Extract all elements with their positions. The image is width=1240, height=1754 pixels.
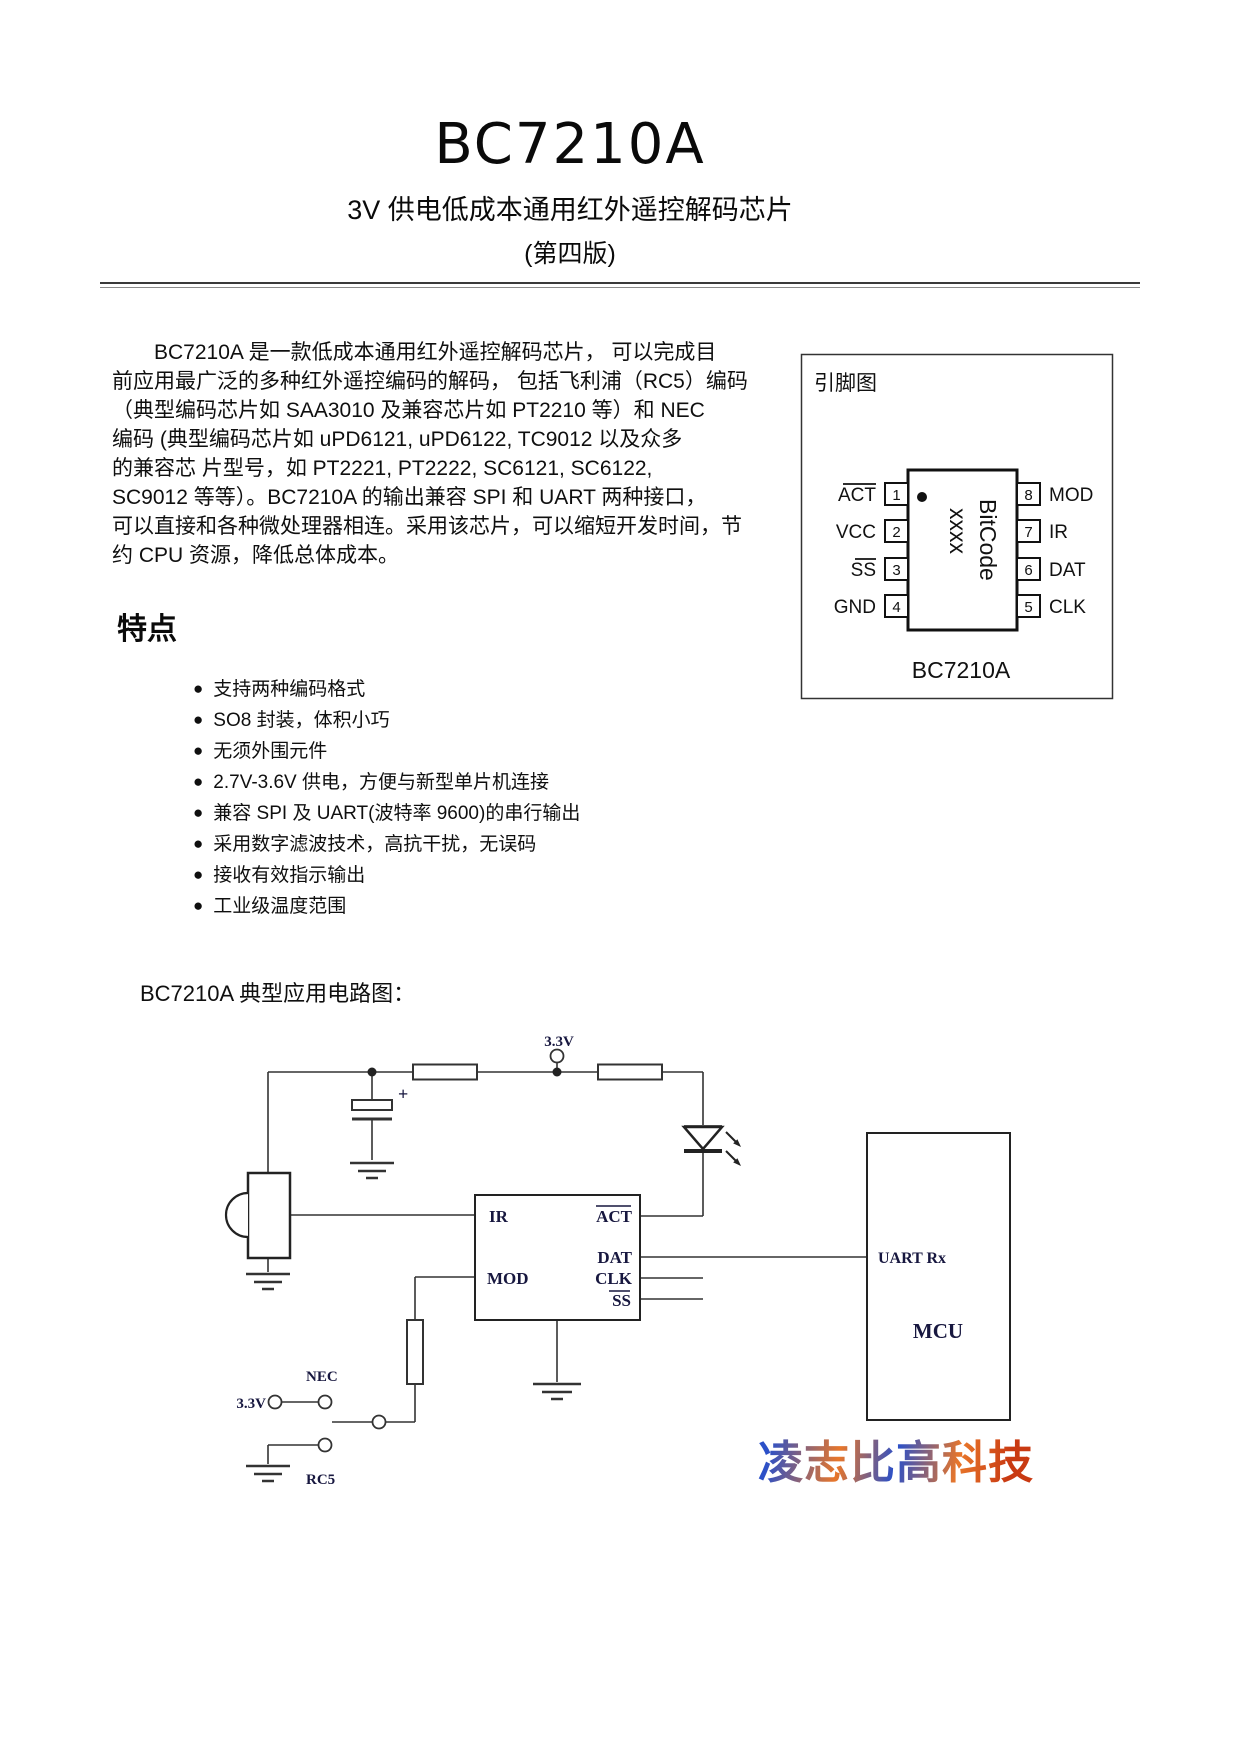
switch-supply-label: 3.3V (236, 1396, 266, 1412)
pin-number-2: 2 (892, 524, 900, 541)
pin-stub-5 (1016, 594, 1041, 618)
pin-label-ir: IR (1049, 522, 1068, 543)
ground-symbol (350, 1161, 394, 1180)
capacitor-plate (351, 1099, 393, 1111)
feature-text: SO8 封装，体积小巧 (213, 710, 390, 731)
feature-item: ● 2.7V-3.6V 供电，方便与新型单片机连接 (193, 767, 580, 798)
pin-stub-1 (884, 482, 909, 506)
junction-dot (367, 1067, 377, 1077)
bullet-icon: ● (193, 803, 204, 822)
led-light-arrows (725, 1131, 741, 1166)
feature-item: ● SO8 封装，体积小巧 (193, 705, 580, 736)
pin-number-3: 3 (892, 562, 900, 579)
switch-pole-terminal (371, 1414, 387, 1430)
pin-number-1: 1 (892, 487, 900, 504)
bullet-icon: ● (193, 679, 204, 698)
led-triangle (681, 1125, 725, 1151)
feature-item: ● 采用数字滤波技术，高抗干扰，无误码 (193, 829, 580, 860)
rc5-label: RC5 (306, 1472, 335, 1488)
feature-item: ● 接收有效指示输出 (193, 860, 580, 891)
pin-number-8: 8 (1024, 487, 1032, 504)
chip-dat-pin: DAT (597, 1248, 632, 1267)
decoder-chip-body (474, 1194, 641, 1321)
feature-item: ● 支持两种编码格式 (193, 674, 580, 705)
feature-text: 兼容 SPI 及 UART(波特率 9600)的串行输出 (213, 803, 581, 824)
switch-nec-terminal (317, 1394, 333, 1410)
features-list: ● 支持两种编码格式 ● SO8 封装，体积小巧 ● 无须外围元件 ● 2.7V-3.6… (193, 674, 580, 922)
feature-text: 工业级温度范围 (213, 896, 347, 917)
feature-item: ● 工业级温度范围 (193, 891, 580, 922)
feature-item: ● 无须外围元件 (193, 736, 580, 767)
page-subtitle: 3V 供电低成本通用红外遥控解码芯片 (347, 195, 793, 225)
nec-label: NEC (306, 1369, 338, 1385)
pin-label-clk: CLK (1049, 597, 1086, 618)
supply-label: 3.3V (544, 1034, 574, 1050)
feature-text: 2.7V-3.6V 供电，方便与新型单片机连接 (213, 772, 550, 793)
ground-symbol (246, 1464, 290, 1483)
mcu-body (866, 1132, 1011, 1421)
pin-label-gnd: GND (834, 597, 876, 618)
supply-terminal (549, 1048, 565, 1064)
pin-label-ss: SS (851, 560, 876, 581)
ir-receiver-lens (224, 1191, 249, 1239)
application-circuit: 3.3V + IR MO (224, 1034, 1011, 1488)
pin-label-vcc: VCC (836, 522, 876, 543)
pin-stub-4 (884, 594, 909, 618)
pin-label-dat: DAT (1049, 560, 1086, 581)
junction-dot (552, 1067, 562, 1077)
chip-clk-pin: CLK (595, 1269, 633, 1288)
feature-text: 无须外围元件 (213, 741, 328, 762)
pin-diagram: 引脚图 BitCode xxxx 1 2 3 4 ACT VCC SS GND … (800, 353, 1114, 700)
ir-receiver-body (246, 1171, 292, 1260)
pin-stub-7 (1016, 519, 1041, 543)
pin-label-act: ACT (838, 485, 876, 506)
switch-rc5-terminal (317, 1437, 333, 1453)
circuit-caption: BC7210A 典型应用电路图： (140, 981, 416, 1006)
feature-item: ● 兼容 SPI 及 UART(波特率 9600)的串行输出 (193, 798, 580, 829)
bullet-icon: ● (193, 865, 204, 884)
chip-marking-line1: BitCode (975, 499, 1001, 581)
pin1-marker-dot (917, 492, 927, 502)
bullet-icon: ● (193, 834, 204, 853)
resistor (406, 1319, 424, 1385)
pin-number-7: 7 (1024, 524, 1032, 541)
feature-text: 支持两种编码格式 (213, 679, 366, 700)
uart-rx-label: UART Rx (878, 1250, 946, 1267)
chip-marking-line2: xxxx (945, 508, 971, 555)
mcu-label: MCU (913, 1319, 963, 1343)
bullet-icon: ● (193, 896, 204, 915)
switch-supply-terminal (267, 1394, 283, 1410)
page-title: BC7210A (434, 112, 706, 177)
feature-text: 采用数字滤波技术，高抗干扰，无误码 (213, 834, 537, 855)
capacitor-plus-sign: + (398, 1084, 408, 1104)
chip-ss-pin: SS (612, 1291, 631, 1310)
bullet-icon: ● (193, 710, 204, 729)
chip-mod-pin: MOD (487, 1269, 529, 1288)
pin-stub-6 (1016, 557, 1041, 581)
pin-stub-2 (884, 519, 909, 543)
features-heading: 特点 (117, 613, 177, 646)
intro-paragraph: BC7210A 是一款低成本通用红外遥控解码芯片， 可以完成目 前应用最广泛的多… (112, 341, 748, 567)
pin-label-mod: MOD (1049, 485, 1093, 506)
ground-symbol (246, 1272, 290, 1291)
bullet-icon: ● (193, 741, 204, 760)
chip-ir-pin: IR (489, 1207, 509, 1226)
pin-stub-8 (1016, 482, 1041, 506)
pin-number-5: 5 (1024, 599, 1032, 616)
edition-label: (第四版) (524, 240, 616, 268)
circuit-wires (267, 1063, 867, 1464)
resistor (597, 1063, 663, 1081)
pin-stub-3 (884, 557, 909, 581)
pin-number-4: 4 (892, 599, 900, 616)
pin-number-6: 6 (1024, 562, 1032, 579)
chip-act-pin: ACT (596, 1207, 633, 1226)
company-logo: 凌志比高科技 (758, 1426, 1034, 1491)
pin-diagram-part-label: BC7210A (912, 657, 1011, 683)
header-divider (100, 282, 1140, 288)
resistor (412, 1063, 478, 1081)
ground-symbol (533, 1382, 581, 1401)
bullet-icon: ● (193, 772, 204, 791)
feature-text: 接收有效指示输出 (213, 865, 366, 886)
pin-diagram-title: 引脚图 (814, 372, 877, 395)
